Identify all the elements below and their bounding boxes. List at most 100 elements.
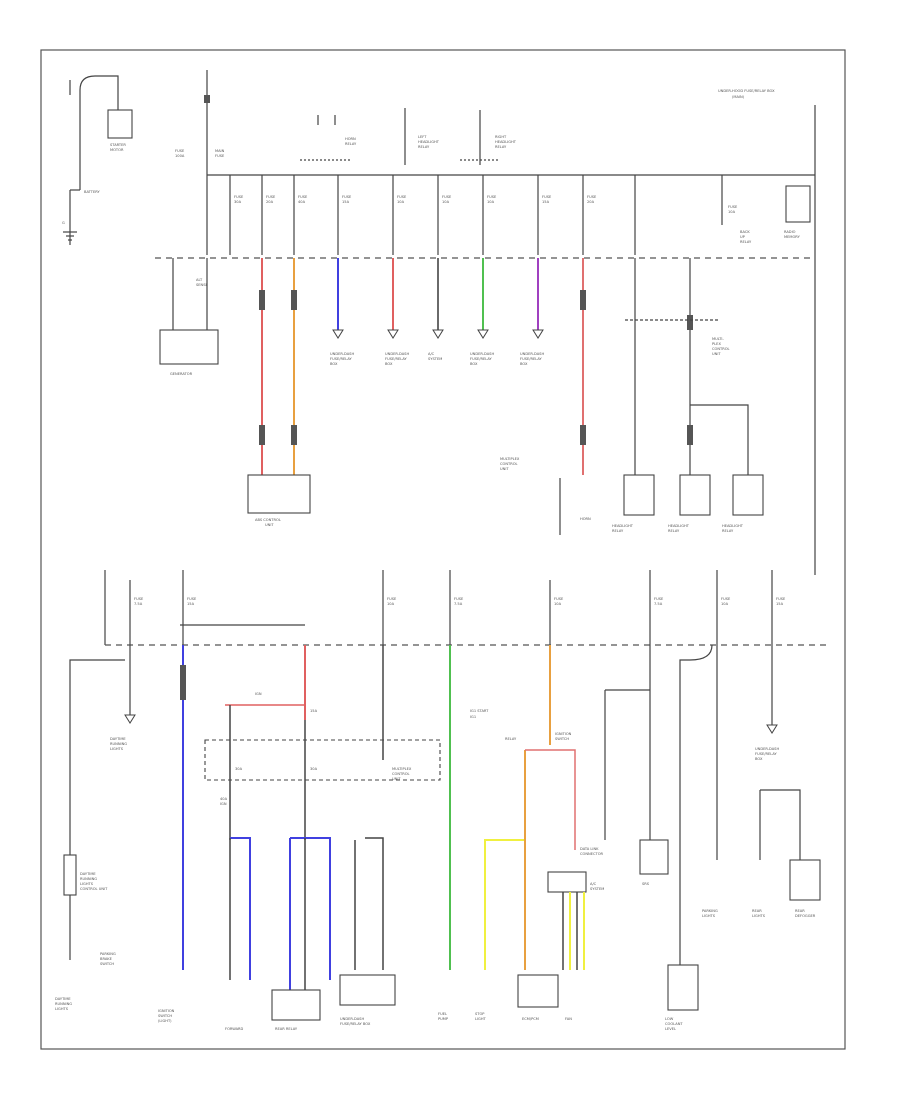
svg-text:MAIN: MAIN: [215, 149, 225, 153]
svg-text:UNDER-DASH: UNDER-DASH: [340, 1017, 364, 1021]
svg-text:10A: 10A: [442, 200, 450, 204]
svg-text:FUSE/RELAY: FUSE/RELAY: [385, 357, 407, 361]
svg-text:HEADLIGHT: HEADLIGHT: [612, 524, 634, 528]
svg-text:UNDER-DASH: UNDER-DASH: [520, 352, 544, 356]
svg-text:STOP: STOP: [475, 1012, 485, 1016]
svg-text:FUSE: FUSE: [487, 195, 497, 199]
svg-text:SENSE: SENSE: [196, 283, 209, 287]
svg-text:HEADLIGHT: HEADLIGHT: [668, 524, 690, 528]
svg-text:BOX: BOX: [520, 362, 528, 366]
svg-text:BOX: BOX: [385, 362, 393, 366]
svg-text:CONTROL: CONTROL: [500, 462, 518, 466]
svg-text:FUSE: FUSE: [134, 597, 144, 601]
svg-text:CONTROL UNIT: CONTROL UNIT: [80, 887, 108, 891]
svg-text:RELAY: RELAY: [740, 240, 752, 244]
svg-text:RIGHT: RIGHT: [495, 135, 507, 139]
svg-text:RELAY: RELAY: [668, 529, 680, 533]
svg-text:ABS CONTROL: ABS CONTROL: [255, 518, 281, 522]
svg-text:IG1 START: IG1 START: [470, 709, 489, 713]
svg-text:(MAIN): (MAIN): [732, 95, 745, 99]
svg-text:LOW: LOW: [665, 1017, 674, 1021]
svg-text:FUSE/RELAY: FUSE/RELAY: [520, 357, 542, 361]
svg-text:IGN: IGN: [220, 802, 227, 806]
top-fuse-box: FUSE 100A MAIN FUSE HORN RELAY LEFT HEAD…: [155, 70, 816, 575]
battery-label: BATTERY: [84, 190, 101, 194]
svg-text:RUNNING: RUNNING: [55, 1002, 72, 1006]
svg-text:FUSE/RELAY: FUSE/RELAY: [470, 357, 492, 361]
svg-text:FUEL: FUEL: [438, 1012, 447, 1016]
svg-text:PARKING: PARKING: [702, 909, 718, 913]
svg-text:STARTER: STARTER: [110, 143, 126, 147]
svg-text:FORWARD: FORWARD: [225, 1027, 244, 1031]
svg-text:UNIT: UNIT: [500, 467, 509, 471]
svg-text:RELAY: RELAY: [495, 145, 507, 149]
svg-text:CONTROL: CONTROL: [712, 347, 730, 351]
svg-text:HEADLIGHT: HEADLIGHT: [722, 524, 744, 528]
svg-text:MEMORY: MEMORY: [784, 235, 801, 239]
svg-text:LIGHTS: LIGHTS: [80, 882, 94, 886]
svg-text:HORN: HORN: [345, 137, 356, 141]
svg-text:UNDER-DASH: UNDER-DASH: [330, 352, 354, 356]
svg-text:COOLANT: COOLANT: [665, 1022, 683, 1026]
svg-text:RELAY: RELAY: [505, 737, 517, 741]
svg-text:FUSE: FUSE: [554, 597, 564, 601]
svg-text:SRS: SRS: [642, 882, 650, 886]
svg-text:FUSE: FUSE: [397, 195, 407, 199]
svg-text:SWITCH: SWITCH: [100, 962, 114, 966]
svg-text:15A: 15A: [187, 602, 195, 606]
svg-text:SYSTEM: SYSTEM: [428, 357, 442, 361]
svg-text:RELAY: RELAY: [722, 529, 734, 533]
svg-text:DAYTIME: DAYTIME: [80, 872, 96, 876]
svg-text:CONNECTOR: CONNECTOR: [580, 852, 604, 856]
svg-text:LIGHTS: LIGHTS: [752, 914, 766, 918]
svg-text:RUNNING: RUNNING: [80, 877, 97, 881]
svg-text:BACK: BACK: [740, 230, 750, 234]
svg-text:MULTIPLEX: MULTIPLEX: [392, 767, 412, 771]
svg-text:SYSTEM: SYSTEM: [590, 887, 604, 891]
svg-text:FUSE: FUSE: [215, 154, 225, 158]
svg-text:BRAKE: BRAKE: [100, 957, 113, 961]
svg-text:LIGHTS: LIGHTS: [55, 1007, 69, 1011]
svg-text:10A: 10A: [487, 200, 495, 204]
svg-text:FUSE: FUSE: [187, 597, 197, 601]
svg-text:IG1: IG1: [470, 715, 476, 719]
svg-text:RUNNING: RUNNING: [110, 742, 127, 746]
svg-text:10A: 10A: [387, 602, 395, 606]
svg-text:IGNITION: IGNITION: [158, 1009, 175, 1013]
svg-text:REAR: REAR: [752, 909, 762, 913]
battery-group: STARTER MOTOR BATTERY G: [62, 75, 133, 245]
diagram-frame: [40, 49, 846, 1050]
svg-text:SWITCH: SWITCH: [158, 1014, 172, 1018]
svg-text:40A: 40A: [298, 200, 306, 204]
svg-text:UNDER-DASH: UNDER-DASH: [470, 352, 494, 356]
svg-text:PLEX: PLEX: [712, 342, 721, 346]
svg-text:LIGHT: LIGHT: [475, 1017, 487, 1021]
svg-text:PARKING: PARKING: [100, 952, 116, 956]
bottom-loads: DAYTIME RUNNING LIGHTS DAYTIME RUNNING L…: [55, 644, 821, 1031]
svg-text:(LIGHT): (LIGHT): [158, 1019, 172, 1023]
svg-text:HEADLIGHT: HEADLIGHT: [418, 140, 440, 144]
svg-text:FUSE: FUSE: [654, 597, 664, 601]
svg-text:FUSE: FUSE: [387, 597, 397, 601]
svg-text:RELAY: RELAY: [345, 142, 357, 146]
svg-text:7.5A: 7.5A: [654, 602, 663, 606]
svg-text:CONTROL: CONTROL: [392, 772, 410, 776]
svg-text:MULTI-: MULTI-: [712, 337, 724, 341]
svg-text:FUSE: FUSE: [266, 195, 276, 199]
svg-text:FUSE: FUSE: [342, 195, 352, 199]
svg-text:MULTIPLEX: MULTIPLEX: [500, 457, 520, 461]
svg-text:UNDER-DASH: UNDER-DASH: [385, 352, 409, 356]
svg-text:UNIT: UNIT: [265, 523, 274, 527]
svg-text:UP: UP: [740, 235, 746, 239]
svg-text:10A: 10A: [397, 200, 405, 204]
svg-text:A/C: A/C: [428, 352, 435, 356]
svg-text:FUSE: FUSE: [234, 195, 244, 199]
svg-text:UNDER-HOOD FUSE/RELAY BOX: UNDER-HOOD FUSE/RELAY BOX: [718, 89, 775, 93]
svg-text:10A: 10A: [554, 602, 562, 606]
svg-text:RELAY: RELAY: [612, 529, 624, 533]
svg-text:30A: 30A: [310, 767, 318, 771]
svg-text:UNIT: UNIT: [392, 777, 401, 781]
svg-text:FUSE: FUSE: [728, 205, 738, 209]
svg-text:REAR RELAY: REAR RELAY: [275, 1027, 298, 1031]
